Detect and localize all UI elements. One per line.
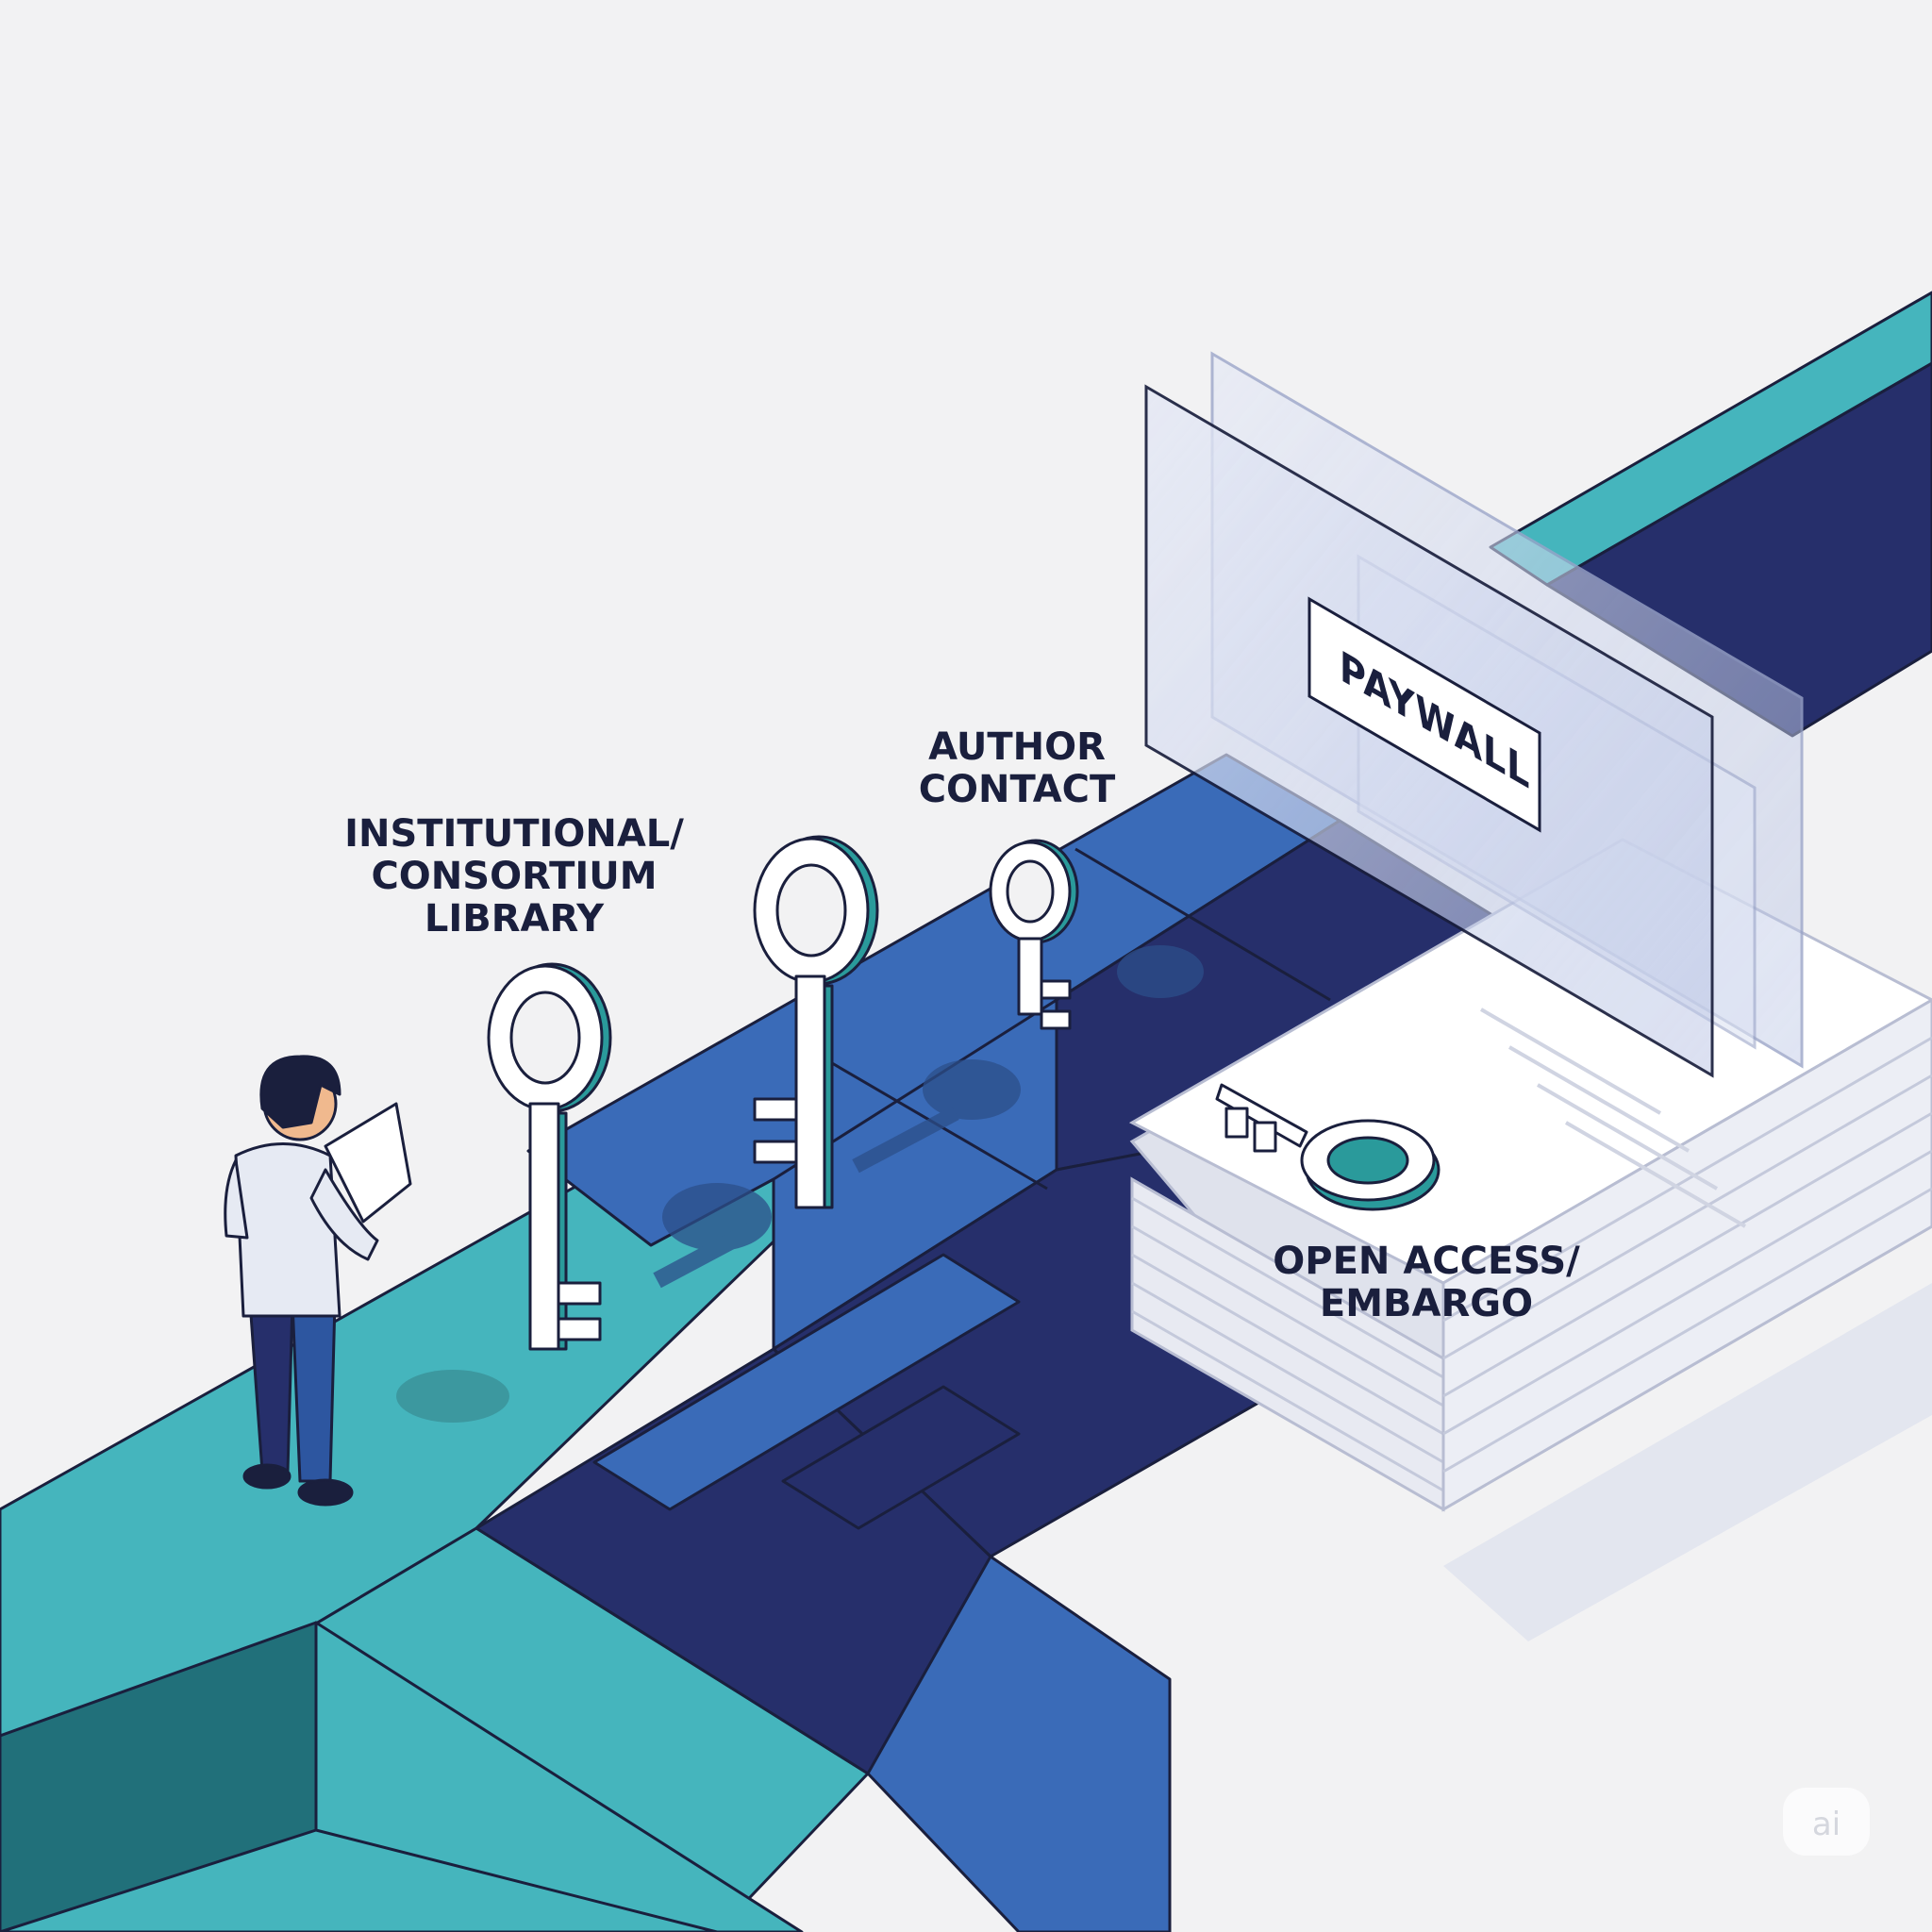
watermark-badge: ai (1783, 1788, 1870, 1856)
person-figure (224, 1055, 412, 1507)
label-author-line-1: AUTHOR (928, 725, 1106, 769)
label-institutional: INSTITUTIONAL/ CONSORTIUM LIBRARY (344, 812, 684, 941)
label-open-access-line-2: EMBARGO (1320, 1282, 1533, 1325)
label-author-line-2: CONTACT (919, 768, 1116, 811)
key-shadows (396, 945, 1204, 1423)
key-icon-library (753, 835, 879, 1209)
key-icon-author (989, 839, 1079, 1030)
teal-walkway (0, 291, 1932, 1932)
label-author: AUTHOR CONTACT (919, 725, 1116, 811)
key-icon-institutional (487, 962, 612, 1351)
label-open-access: OPEN ACCESS/ EMBARGO (1273, 1240, 1580, 1325)
key-icon-open-access (1215, 1083, 1441, 1211)
label-institutional-line-3: LIBRARY (425, 897, 605, 941)
watermark-text: ai (1812, 1806, 1840, 1843)
label-institutional-line-1: INSTITUTIONAL/ (344, 812, 684, 856)
label-institutional-line-2: CONSORTIUM (371, 855, 657, 898)
label-open-access-line-1: OPEN ACCESS/ (1273, 1240, 1580, 1283)
